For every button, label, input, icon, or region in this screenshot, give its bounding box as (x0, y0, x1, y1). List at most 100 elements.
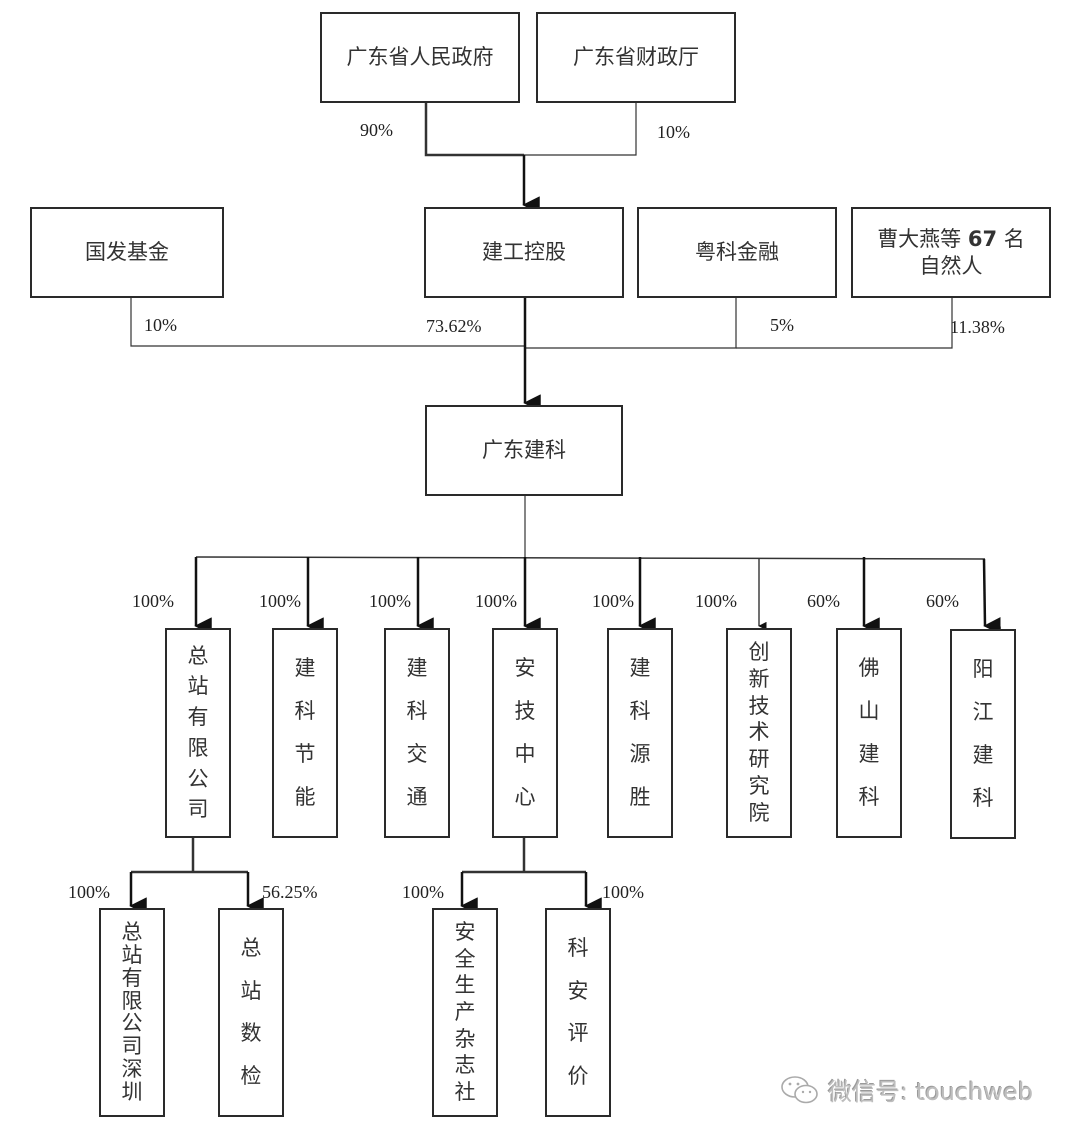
node-label-char: 技 (748, 693, 770, 718)
pct-aj-1: 100% (402, 882, 444, 902)
line-finance (524, 102, 637, 156)
node-label-char: 创 (748, 640, 770, 664)
pct-sub-6: 100% (695, 591, 737, 611)
node-label-char: 有 (121, 965, 143, 990)
node-label-char: 建 (629, 656, 651, 680)
line-yueke (525, 298, 737, 349)
node-label-char: 评 (567, 1021, 589, 1046)
node-label-char: 数 (240, 1021, 262, 1046)
node-label-char: 江 (972, 700, 994, 724)
node-label-char: 新 (748, 666, 770, 691)
subsidiary-foshan-jianke: 佛山建科 (836, 628, 902, 838)
node-label-char: 佛 (858, 656, 880, 680)
node-label-char: 社 (454, 1079, 476, 1104)
node-label-line1: 曹大燕等 67 名 (877, 227, 1025, 252)
subsubsidiary-zongzhan-shenzhen: 总站有限公司深圳 (99, 908, 165, 1117)
node-label: 广东省财政厅 (573, 45, 699, 70)
node-label-char: 安 (514, 656, 536, 680)
node-label-char: 站 (240, 978, 262, 1003)
node-label-line2: 自然人 (919, 253, 983, 278)
pct-zz-2: 56.25% (262, 882, 318, 902)
node-label-char: 公 (121, 1011, 143, 1036)
subsubsidiary-safety-magazine: 安全生产杂志社 (432, 908, 498, 1117)
node-label-char: 胜 (629, 785, 651, 809)
node-label-char: 建 (294, 656, 316, 680)
node-label-char: 科 (972, 786, 994, 810)
arrow-sub-8 (982, 558, 1001, 635)
shareholder-guofa-fund: 国发基金 (30, 207, 224, 298)
node-label-char: 通 (406, 785, 428, 809)
node-label-char: 山 (858, 699, 880, 723)
node-label-char: 院 (748, 800, 770, 825)
line-guofa (130, 298, 525, 347)
node-label-char: 源 (629, 742, 651, 766)
pct-yueke: 5% (770, 315, 794, 335)
node-label-char: 志 (454, 1053, 476, 1078)
node-label-char: 限 (187, 735, 209, 760)
node-label: 广东建科 (482, 438, 566, 463)
node-label-char: 价 (567, 1064, 589, 1089)
pct-jiangong: 73.62% (426, 316, 482, 336)
subsubsidiary-kean-pingjia: 科安评价 (545, 908, 611, 1117)
node-label: 建工控股 (482, 240, 566, 265)
node-label-char: 科 (629, 699, 651, 723)
node-label-char: 科 (567, 935, 589, 960)
shareholder-natural-persons: 曹大燕等 67 名 自然人 (851, 207, 1051, 298)
node-label: 国发基金 (85, 240, 169, 265)
node-label-char: 站 (121, 942, 143, 967)
pct-sub-1: 100% (132, 591, 174, 611)
node-label-char: 科 (406, 699, 428, 723)
subsidiary-anji-center: 安技中心 (492, 628, 558, 838)
watermark: 微信号: touchweb (780, 1072, 1033, 1107)
node-label-char: 生 (454, 973, 476, 998)
node-label-char: 全 (454, 946, 476, 971)
node-label-char: 节 (294, 742, 316, 766)
node-label-char: 建 (406, 656, 428, 680)
node-label-char: 限 (121, 988, 143, 1013)
node-label-char: 司 (187, 797, 209, 822)
pct-guofa: 10% (144, 315, 177, 335)
subsidiary-jianke-yuansheng: 建科源胜 (607, 628, 673, 838)
watermark-text: 微信号: touchweb (828, 1078, 1034, 1106)
pct-government: 90% (360, 120, 393, 140)
subsubsidiary-zongzhan-shujian: 总站数检 (218, 908, 284, 1117)
node-label-char: 交 (406, 742, 428, 766)
subsidiary-jianke-jiaotong: 建科交通 (384, 628, 450, 838)
node-label-char: 术 (748, 720, 770, 745)
node-label-char: 建 (972, 743, 994, 767)
shareholder-yueke-finance: 粤科金融 (637, 207, 837, 298)
node-label-char: 公 (187, 766, 209, 791)
pct-sub-7: 60% (807, 591, 840, 611)
wechat-icon (781, 1075, 818, 1103)
node-label-char: 建 (858, 742, 880, 766)
subsidiary-bus (195, 556, 986, 560)
subsidiary-zongzhan: 总站有限公司 (165, 628, 231, 838)
node-label-char: 站 (187, 674, 209, 699)
node-label-char: 总 (121, 920, 143, 944)
node-label: 粤科金融 (695, 240, 779, 265)
node-label-char: 安 (454, 920, 476, 944)
subsidiary-yangjiang-jianke: 阳江建科 (950, 629, 1016, 839)
company-guangdong-jianke: 广东建科 (425, 405, 623, 496)
pct-zz-1: 100% (68, 882, 110, 902)
pct-sub-2: 100% (259, 591, 301, 611)
node-label-char: 研 (748, 747, 770, 772)
node-label-char: 杂 (454, 1026, 476, 1051)
node-label-char: 有 (187, 705, 209, 730)
pct-sub-4: 100% (475, 591, 517, 611)
node-label-char: 科 (858, 785, 880, 809)
shareholder-guangdong-government: 广东省人民政府 (320, 12, 520, 103)
node-label-char: 心 (514, 785, 536, 809)
pct-finance-dept: 10% (657, 122, 690, 142)
pct-natural-persons: 11.38% (950, 317, 1005, 337)
pct-sub-5: 100% (592, 591, 634, 611)
node-label-char: 技 (514, 699, 536, 723)
node-label-char: 总 (187, 643, 209, 668)
node-label-char: 究 (748, 774, 770, 799)
line-natural (736, 298, 953, 349)
node-label-char: 产 (454, 999, 476, 1024)
node-label-char: 检 (240, 1064, 262, 1089)
node-label-char: 能 (294, 785, 316, 809)
line-gov (424, 102, 524, 157)
